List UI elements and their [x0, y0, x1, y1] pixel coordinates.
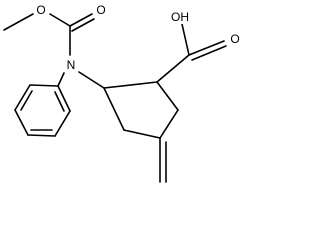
bond-acid-carbonyl — [188, 40, 225, 56]
phenyl-bond-3 — [14, 109, 29, 136]
phenyl-bond-2 — [14, 84, 31, 111]
ring-bond-c1-c2 — [103, 81, 158, 89]
bond-carbamate-carbonyl-2 — [71, 18, 95, 32]
methoxy-oxygen-atom: O — [34, 3, 48, 17]
nitrogen-atom: N — [64, 58, 78, 72]
phenyl-bond-4 — [27, 134, 56, 137]
bond-o-carbamate — [49, 13, 71, 27]
methoxy-oxygen-label: O — [36, 3, 45, 17]
hydroxyl-atom: OH — [168, 10, 193, 24]
phenyl-bond-6 — [57, 85, 71, 112]
bond-n-ring — [78, 71, 105, 89]
acid-carbonyl-oxygen-atom: O — [228, 32, 242, 46]
bond-carbamate-carbonyl — [69, 13, 93, 27]
phenyl-bond-1 — [29, 84, 59, 87]
hydroxyl-label: OH — [171, 10, 189, 24]
bond-acid-carbonyl-2 — [191, 45, 227, 61]
atom-labels: O O N OH O — [34, 3, 242, 72]
ring-bond-c3-c4 — [159, 109, 179, 139]
bond-acid-oh — [181, 23, 190, 56]
phenyl-bond-5 — [54, 110, 71, 137]
bond-ring-acid — [156, 54, 190, 83]
ring-bond-c4-c5 — [123, 129, 161, 139]
phenyl-double-3 — [54, 91, 65, 112]
nitrogen-label: N — [67, 58, 76, 72]
acid-carbonyl-oxygen-label: O — [230, 32, 239, 46]
phenyl-double-1 — [20, 90, 33, 111]
ring-bond-c5-c1 — [103, 87, 125, 131]
bond-lines — [3, 13, 227, 183]
bond-methyl-o — [3, 13, 34, 31]
ring-bond-c2-c3 — [156, 81, 179, 111]
carbamate-carbonyl-oxygen-label: O — [96, 3, 105, 17]
chemical-structure: O O N OH O — [3, 3, 242, 183]
bond-n-phenyl — [57, 72, 65, 87]
carbamate-carbonyl-oxygen-atom: O — [94, 3, 108, 17]
